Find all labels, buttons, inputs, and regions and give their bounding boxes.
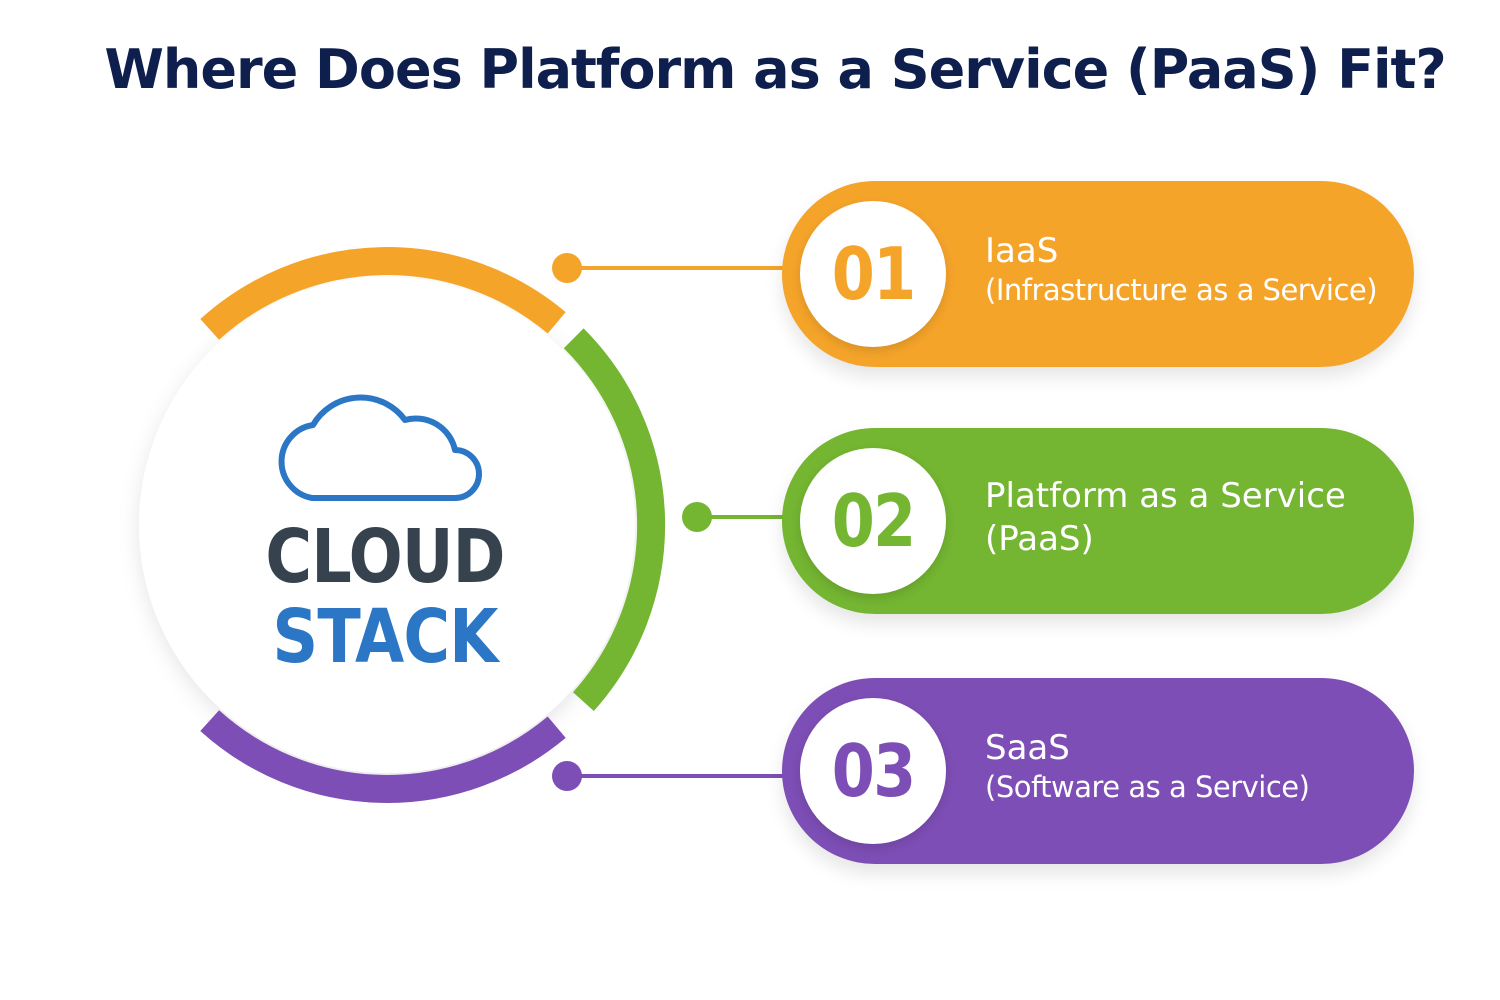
layer-card-paas[interactable]: 02 Platform as a Service (PaaS) — [782, 428, 1414, 614]
card-text: SaaS (Software as a Service) — [985, 728, 1384, 806]
hub-arc-green — [563, 328, 666, 711]
number-label: 02 — [831, 479, 916, 563]
number-badge: 03 — [800, 698, 946, 844]
page-title: Where Does Platform as a Service (PaaS) … — [104, 38, 1446, 101]
number-badge: 02 — [800, 448, 946, 594]
layer-card-saas[interactable]: 03 SaaS (Software as a Service) — [782, 678, 1414, 864]
number-label: 03 — [831, 729, 916, 813]
card-subheading: (Infrastructure as a Service) — [985, 272, 1378, 307]
connector-03 — [552, 761, 790, 791]
cloud-icon — [278, 394, 482, 501]
card-heading: Platform as a Service — [985, 476, 1346, 516]
hub-arc-orange — [200, 247, 566, 340]
card-text: IaaS (Infrastructure as a Service) — [985, 231, 1384, 309]
number-badge: 01 — [800, 201, 946, 347]
number-label: 01 — [831, 232, 916, 316]
card-heading: IaaS — [985, 231, 1059, 271]
card-subheading: (PaaS) — [985, 518, 1094, 559]
layer-card-iaas[interactable]: 01 IaaS (Infrastructure as a Service) — [782, 181, 1414, 367]
hub-arc-purple — [200, 710, 566, 803]
hub-title-line2: STACK — [272, 594, 498, 680]
card-heading: SaaS — [985, 728, 1070, 768]
hub-circle — [139, 277, 635, 773]
card-text: Platform as a Service (PaaS) — [985, 476, 1384, 563]
hub-title-line1: CLOUD — [265, 514, 505, 600]
connector-01 — [552, 253, 790, 283]
card-subheading: (Software as a Service) — [985, 769, 1310, 804]
connector-02 — [682, 502, 790, 532]
